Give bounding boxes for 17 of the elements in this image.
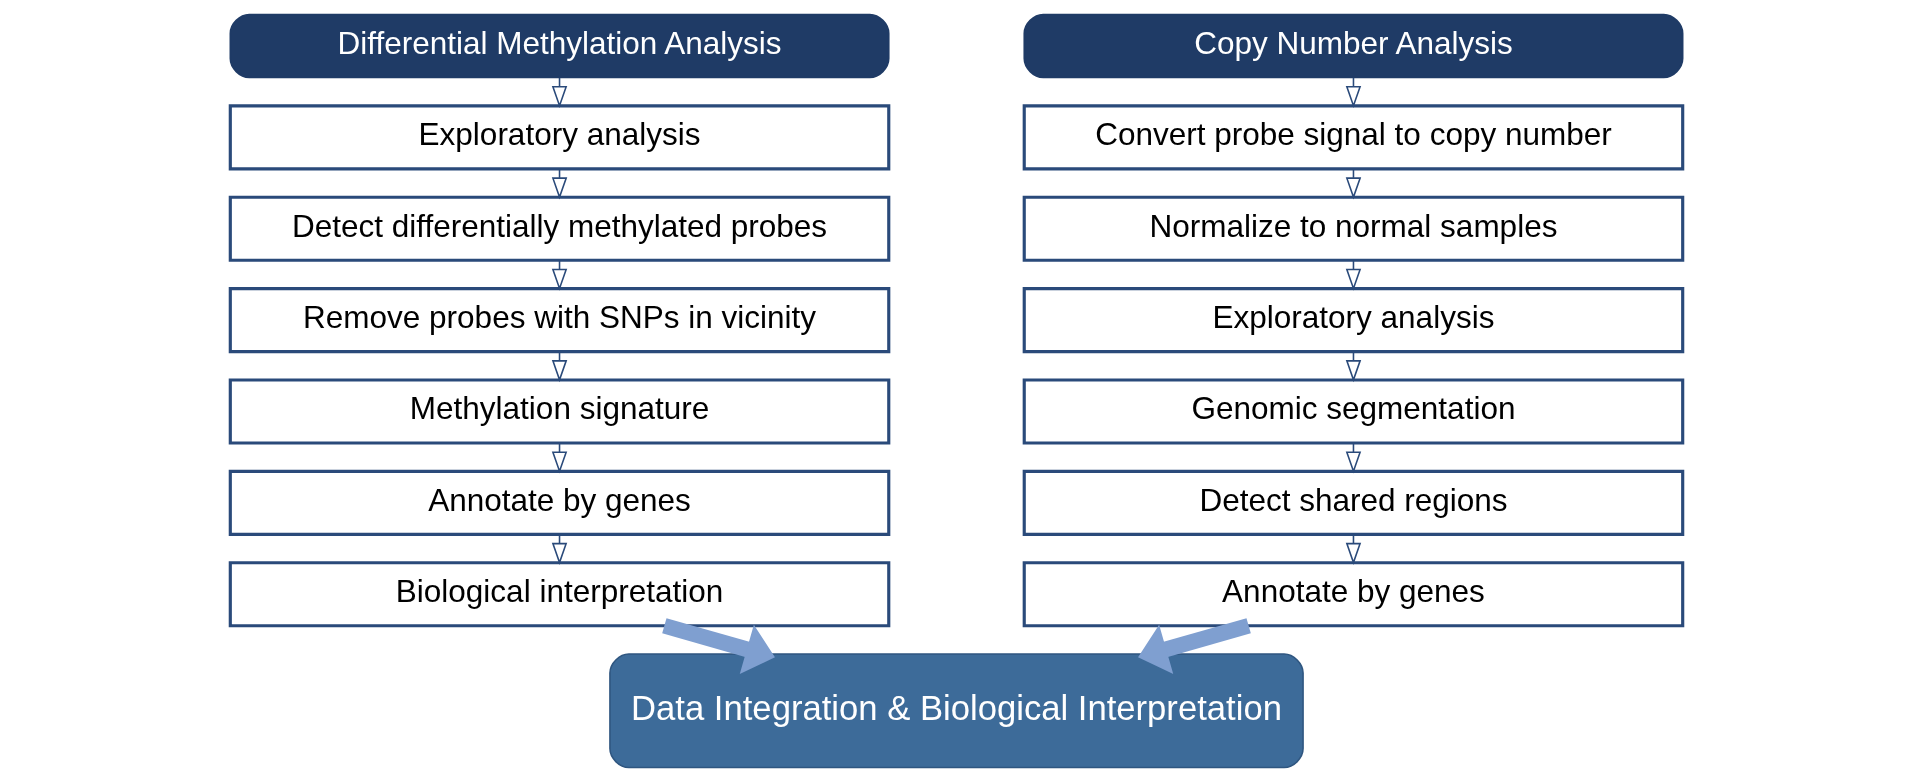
node-box: Detect differentially methylated probes bbox=[228, 195, 890, 262]
node-box: Differential Methylation Analysis bbox=[229, 13, 890, 79]
node-box: Annotate by genes bbox=[1022, 561, 1684, 628]
node-box: Exploratory analysis bbox=[1022, 287, 1684, 354]
node-box: Annotate by genes bbox=[228, 469, 890, 536]
node-box: Detect shared regions bbox=[1022, 469, 1684, 536]
node-box: Data Integration & Biological Interpretation bbox=[608, 653, 1304, 769]
arrow bbox=[661, 618, 775, 674]
arrow bbox=[1137, 618, 1251, 674]
node-box: Genomic segmentation bbox=[1022, 378, 1684, 445]
node-box: Copy Number Analysis bbox=[1022, 13, 1683, 79]
node-box: Convert probe signal to copy number bbox=[1022, 104, 1684, 171]
node-box: Methylation signature bbox=[228, 378, 890, 445]
node-box: Biological interpretation bbox=[228, 561, 890, 628]
node-box: Normalize to normal samples bbox=[1022, 195, 1684, 262]
node-box: Remove probes with SNPs in vicinity bbox=[228, 287, 890, 354]
node-box: Exploratory analysis bbox=[228, 104, 890, 171]
